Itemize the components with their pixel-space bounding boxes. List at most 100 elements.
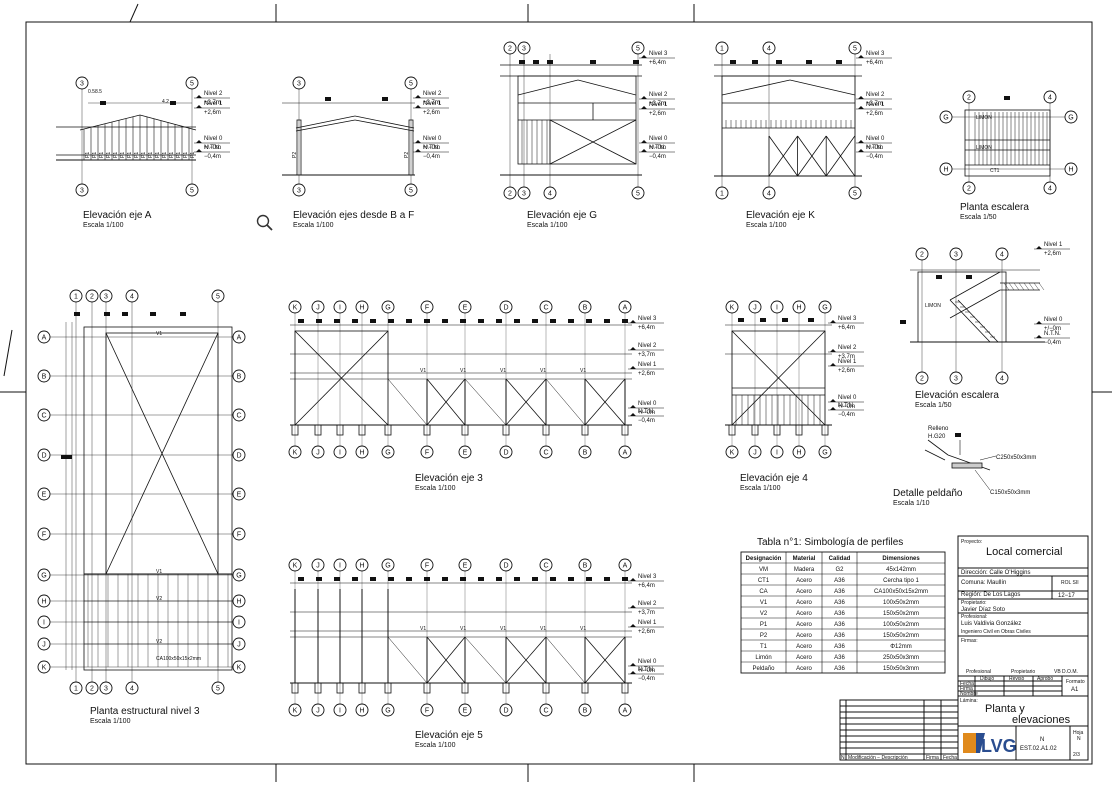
table-title: Tabla n°1: Simbología de perfiles	[757, 537, 903, 548]
level-marker	[630, 605, 636, 608]
level-marker	[415, 140, 421, 143]
axis-label: 4	[1048, 186, 1052, 193]
section-mark	[1004, 96, 1010, 100]
sheet-label: Lámina:	[960, 698, 978, 704]
axis-label: J	[316, 305, 320, 312]
section-mark	[442, 577, 448, 581]
axis-label: 1	[74, 294, 78, 301]
axis-label: F	[425, 305, 429, 312]
member-label: V1	[540, 626, 546, 632]
structural-rect	[423, 682, 431, 694]
section-mark	[550, 319, 556, 323]
level-name: N.T.N.	[204, 145, 221, 151]
axis-label: K	[293, 305, 298, 312]
axis-label: K	[42, 665, 47, 672]
format-label: Formato	[1066, 679, 1085, 685]
table-cell: V1	[760, 600, 768, 606]
view-title: Elevación eje 3	[415, 473, 483, 484]
table-cell: Limón	[755, 655, 771, 661]
level-marker	[641, 140, 647, 143]
level-value: +2,6m	[204, 110, 221, 116]
axis-label: D	[503, 450, 508, 457]
view-title: Elevación eje 4	[740, 473, 808, 484]
axis-label: C	[543, 450, 548, 457]
axis-label: C	[543, 708, 548, 715]
section-mark	[808, 318, 814, 322]
axis-label: D	[236, 453, 241, 460]
level-name: Nivel 3	[649, 51, 668, 57]
structural-rect	[314, 424, 322, 436]
member-label: CT1	[990, 168, 1000, 174]
axis-label: C	[236, 413, 241, 420]
table-cell: V2	[760, 611, 768, 617]
level-value: −0,4m	[423, 154, 440, 160]
view-scale: Escala 1/100	[415, 485, 456, 492]
member-label: P1	[162, 152, 168, 158]
level-name: N.T.N.	[638, 409, 655, 415]
structural-rect	[291, 682, 299, 694]
rol-label: ROL SII	[1061, 580, 1079, 586]
structural-rect	[461, 424, 469, 436]
level-value: +/−0m	[1044, 326, 1061, 332]
structural-line	[947, 454, 991, 471]
table-cell: Acero	[796, 622, 812, 628]
structural-line	[768, 135, 798, 177]
structural-rect	[502, 682, 510, 694]
level-value: −0,4m	[204, 154, 221, 160]
section-mark	[298, 577, 304, 581]
structural-rect	[502, 424, 510, 436]
structural-line	[464, 636, 507, 684]
member-label: V1	[460, 626, 466, 632]
level-marker	[196, 140, 202, 143]
table-cell: A36	[834, 611, 845, 617]
level-value: +6,4m	[838, 325, 855, 331]
view-title: Detalle peldaño	[893, 488, 963, 499]
level-value: +2,6m	[866, 111, 883, 117]
member-label: P1	[106, 152, 112, 158]
level-name: Nivel 2	[638, 601, 657, 607]
level-marker	[630, 320, 636, 323]
level-name: Nivel 0	[423, 136, 442, 142]
structural-rect	[423, 424, 431, 436]
level-marker	[196, 105, 202, 108]
structural-line	[949, 289, 1001, 319]
zoom-icon[interactable]	[255, 213, 275, 233]
level-marker	[630, 413, 636, 416]
level-marker	[630, 624, 636, 627]
member-label: P1	[141, 152, 147, 158]
section-mark	[150, 312, 156, 316]
axis-label: 3	[522, 191, 526, 198]
structural-line	[295, 115, 356, 129]
table-cell: Madera	[794, 567, 815, 573]
axis-label: F	[425, 450, 429, 457]
structural-line	[584, 378, 626, 426]
table-cell: Acero	[796, 644, 812, 650]
table-cell: Peldaño	[752, 666, 775, 672]
axis-label: I	[776, 450, 778, 457]
table-cell: Acero	[796, 589, 812, 595]
structural-line	[295, 119, 356, 132]
member-label: P1	[127, 152, 133, 158]
section-mark	[604, 319, 610, 323]
drawing-code: EST.02.A1.02	[1020, 746, 1057, 752]
axis-label: 3	[522, 46, 526, 53]
table-cell: Acero	[796, 611, 812, 617]
section-mark	[514, 577, 520, 581]
member-label: V1	[580, 626, 586, 632]
level-name: Nivel 2	[204, 91, 223, 97]
view-scale: Escala 1/50	[960, 214, 997, 221]
table-cell: A36	[834, 622, 845, 628]
section-mark	[760, 318, 766, 322]
level-marker	[1036, 321, 1042, 324]
structural-line	[354, 115, 415, 129]
axis-label: J	[753, 305, 757, 312]
table-cell: A36	[834, 655, 845, 661]
table-cell: Acero	[796, 666, 812, 672]
axis-label: B	[583, 708, 588, 715]
axis-label: B	[583, 305, 588, 312]
structural-line	[426, 378, 466, 426]
axis-label: 5	[636, 46, 640, 53]
owner-name: Javier Díaz Soto	[961, 607, 1006, 613]
level-name: Nivel 3	[866, 51, 885, 57]
